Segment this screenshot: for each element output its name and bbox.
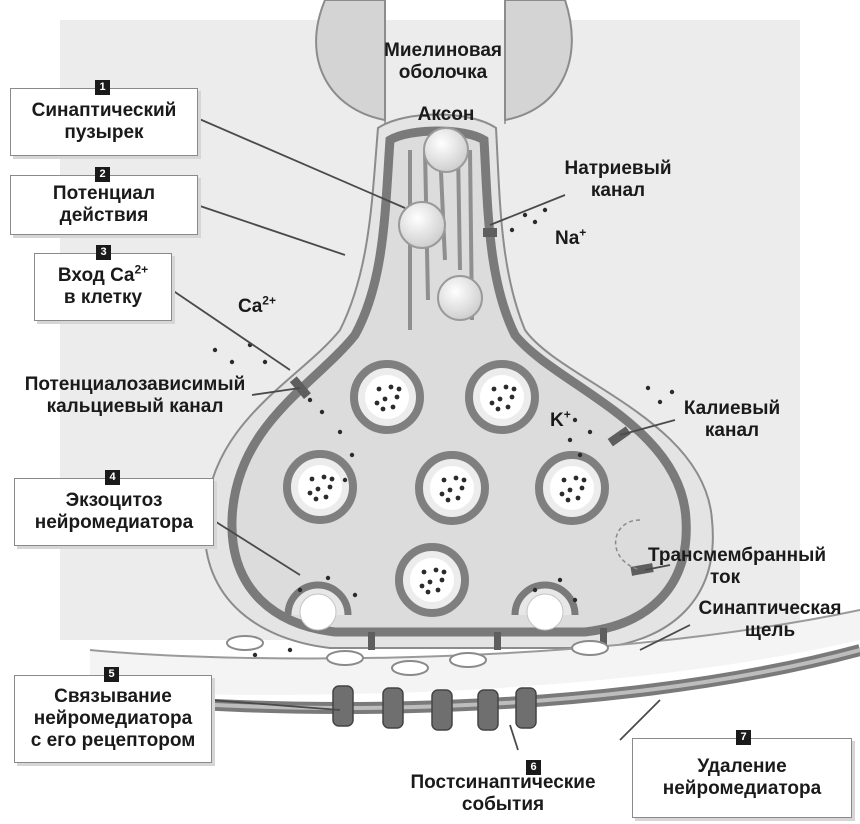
- ion-dot: [213, 348, 217, 352]
- step-box-1: Синаптическийпузырек: [10, 88, 198, 156]
- step-number-3: 3: [96, 245, 111, 260]
- ion-dot: [288, 648, 292, 652]
- step-box-6: Постсинаптическиесобытия: [392, 768, 614, 820]
- axon-label: Аксон: [408, 104, 484, 126]
- ion-dot: [558, 578, 562, 582]
- ion-dot: [263, 360, 267, 364]
- step-box-7: Удалениенейромедиатора: [632, 738, 852, 818]
- ion-dot: [658, 400, 662, 404]
- ion-dot: [568, 438, 572, 442]
- potassium-channel-label: Калиевыйканал: [672, 398, 792, 442]
- synaptic-vesicle: [287, 454, 353, 520]
- ion-dot: [533, 588, 537, 592]
- synaptic-vesicle: [399, 547, 465, 613]
- synaptic-vesicle: [469, 364, 535, 430]
- ion-dot: [308, 398, 312, 402]
- ion-dot: [533, 220, 537, 224]
- ion-dot: [573, 418, 577, 422]
- sodium-channel-label: Натриевыйканал: [548, 158, 688, 202]
- step-number-6: 6: [526, 760, 541, 775]
- synaptic-vesicle: [539, 455, 605, 521]
- ion-dot: [523, 213, 527, 217]
- synaptic-cleft-label: Синаптическаящель: [690, 598, 850, 642]
- calcium-channel-label: Потенциалозависимыйкальциевый канал: [6, 374, 264, 418]
- step-number-5: 5: [104, 667, 119, 682]
- sodium-ion-label: Na+: [555, 228, 586, 250]
- ion-dot: [573, 598, 577, 602]
- synaptic-vesicle: [354, 364, 420, 430]
- step-box-3: Вход Ca2+в клетку: [34, 253, 172, 321]
- ion-dot: [230, 360, 234, 364]
- ion-dot: [343, 478, 347, 482]
- step-box-4: Экзоцитознейромедиатора: [14, 478, 214, 546]
- step-box-2: Потенциалдействия: [10, 175, 198, 235]
- potassium-ion-label: K+: [550, 410, 571, 432]
- ion-dot: [298, 588, 302, 592]
- synaptic-vesicle: [419, 455, 485, 521]
- ion-dot: [510, 228, 514, 232]
- transmembrane-current-label: Трансмембранныйток: [648, 545, 826, 589]
- ion-dot: [646, 386, 650, 390]
- ion-dot: [588, 430, 592, 434]
- step-number-2: 2: [95, 167, 110, 182]
- ion-dot: [338, 430, 342, 434]
- ion-dot: [253, 653, 257, 657]
- step-box-5: Связываниенейромедиаторас его рецептором: [14, 675, 212, 763]
- ion-dot: [578, 453, 582, 457]
- step-number-1: 1: [95, 80, 110, 95]
- step-number-4: 4: [105, 470, 120, 485]
- ion-dot: [326, 576, 330, 580]
- calcium-ion-label: Ca2+: [238, 296, 276, 318]
- myelin-label: Миелиноваяоболочка: [368, 40, 518, 84]
- step-number-7: 7: [736, 730, 751, 745]
- ion-dot: [353, 593, 357, 597]
- ion-dot: [543, 208, 547, 212]
- ion-dot: [670, 390, 674, 394]
- ion-dot: [350, 453, 354, 457]
- ion-dot: [320, 410, 324, 414]
